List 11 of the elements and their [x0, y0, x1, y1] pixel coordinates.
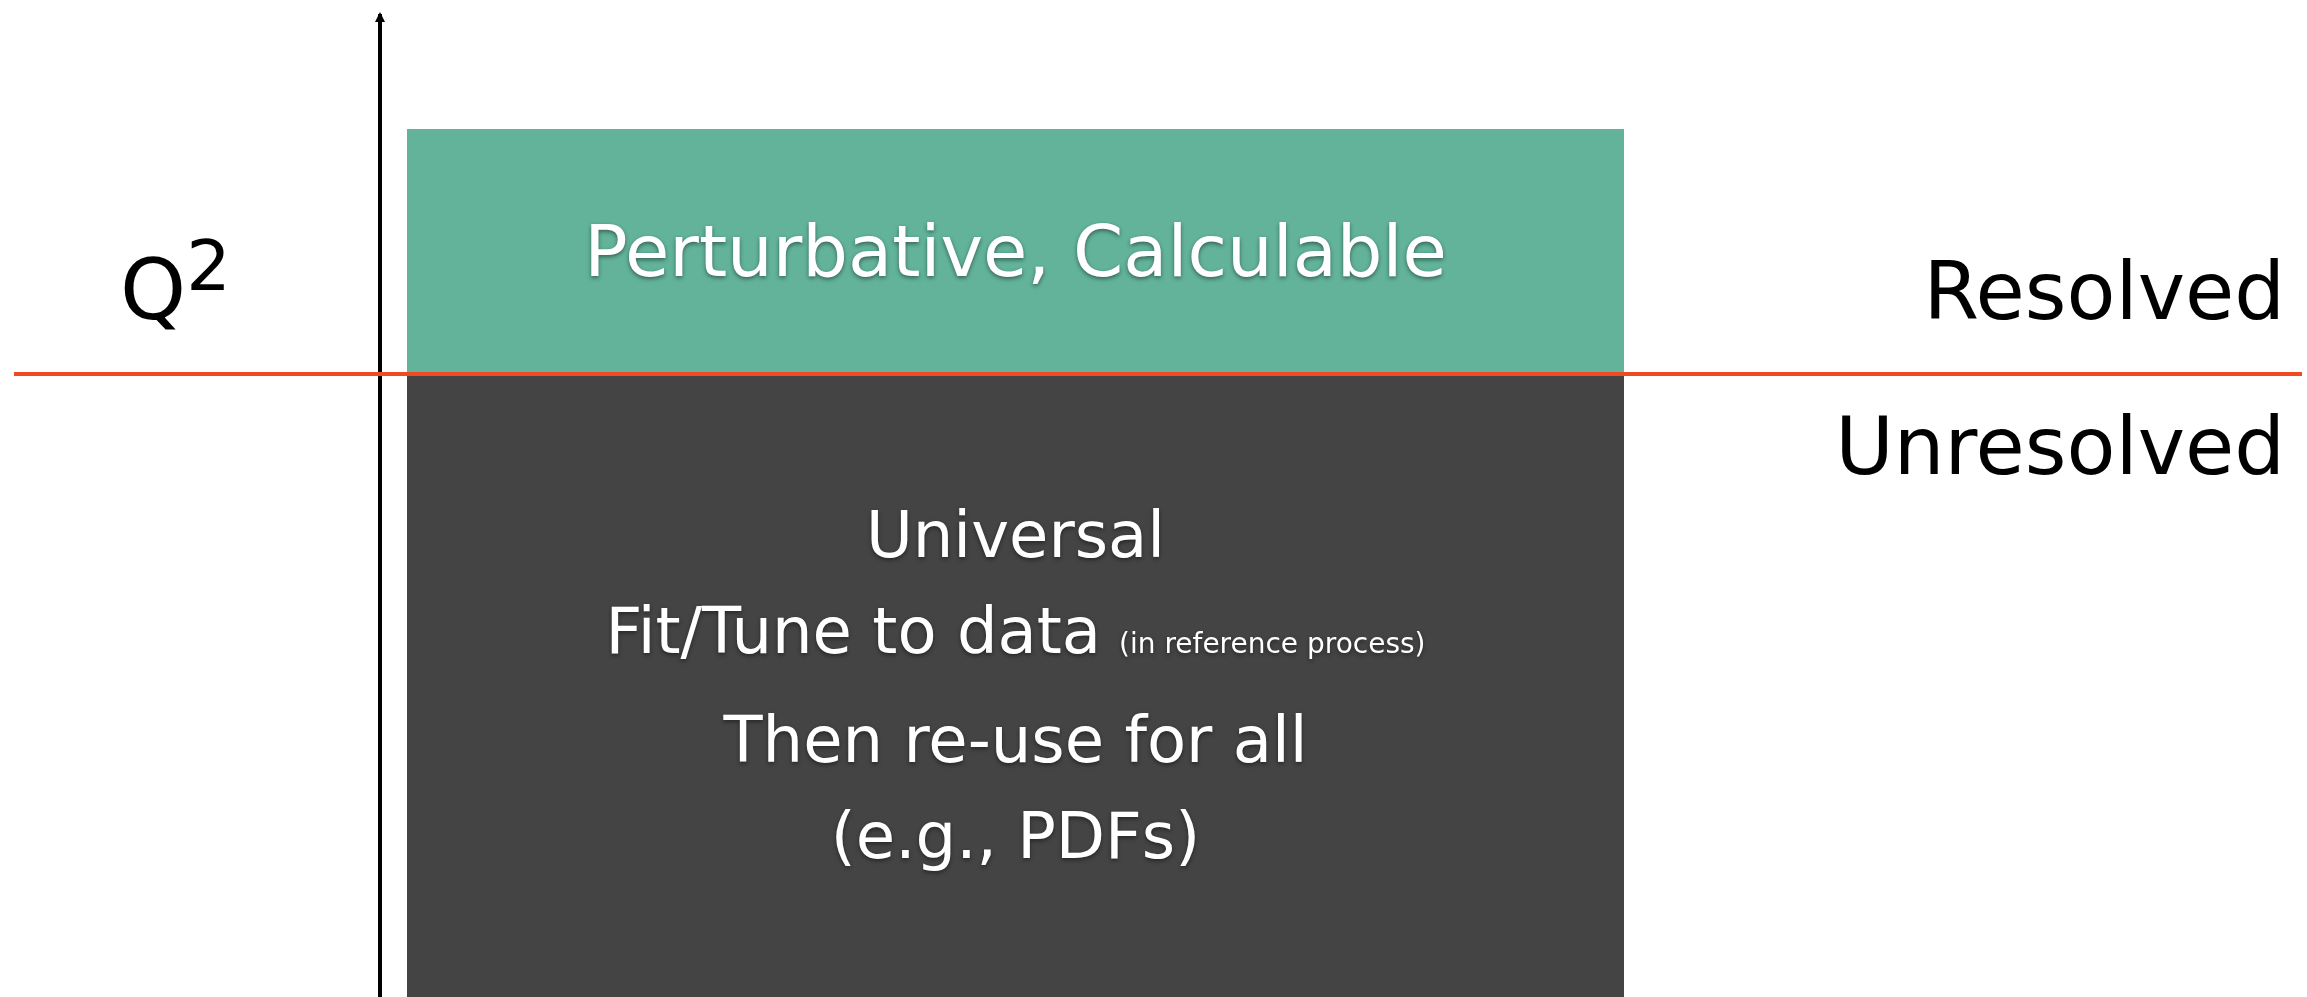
region-text: (e.g., PDFs) [830, 798, 1201, 873]
note-text: (in reference process) [1119, 626, 1426, 660]
region-label: Unresolved [1835, 400, 2285, 493]
region-text: Then re-use for all [723, 702, 1308, 777]
region-label: Resolved [1923, 245, 2285, 338]
region-text: Universal [865, 497, 1166, 572]
axis-label: Q$^{2}$ [120, 225, 231, 339]
region-text: Fit/Tune to data [605, 593, 1102, 668]
region-title: Perturbative, Calculable [584, 209, 1447, 293]
nonperturbative-region-box [407, 373, 1624, 997]
perturbative-region-box [407, 129, 1624, 373]
